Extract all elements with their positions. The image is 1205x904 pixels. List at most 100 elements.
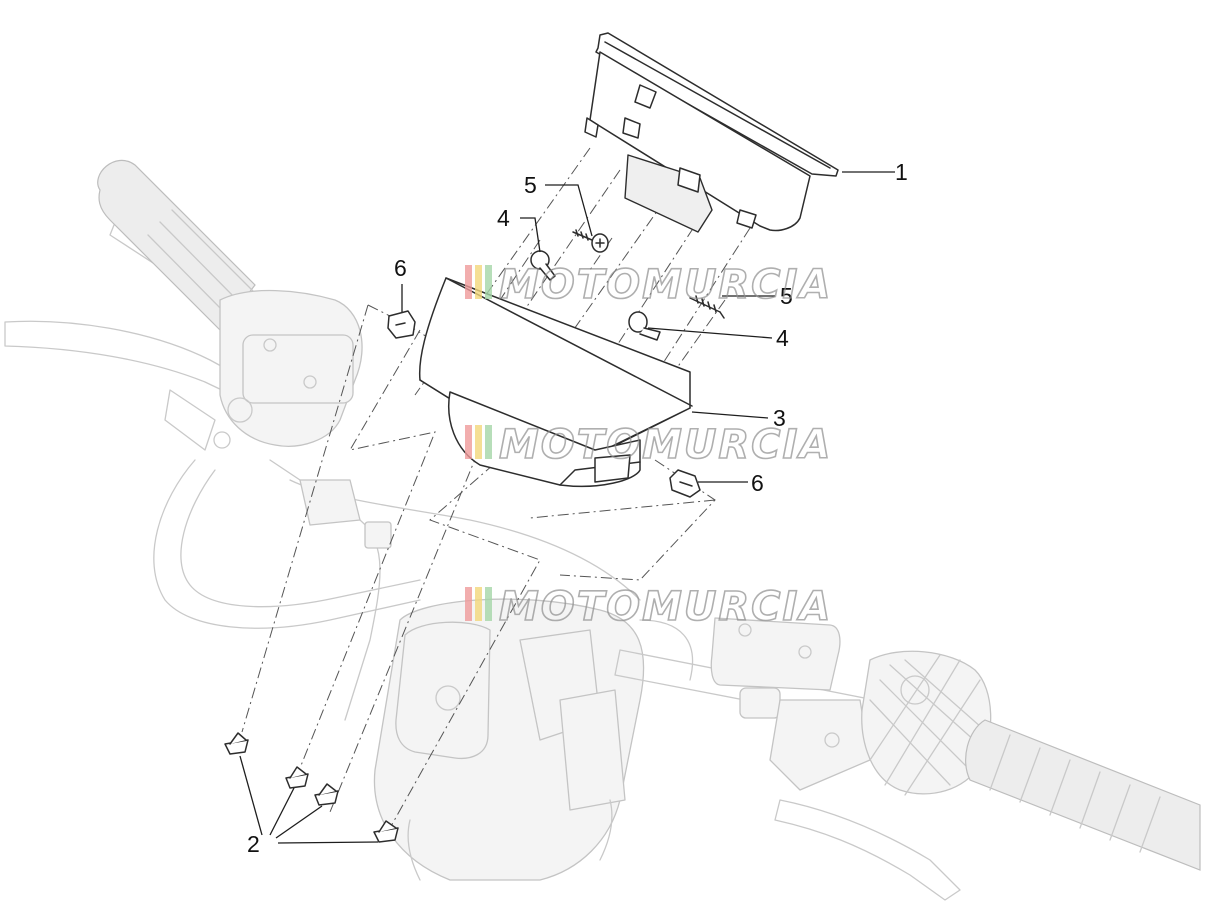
rivet [285, 766, 309, 789]
callout-3: 3 [773, 405, 786, 431]
leader-2 [275, 805, 323, 839]
cover-top-edge [445, 277, 693, 407]
pin-4-upper [530, 250, 556, 281]
right-cylinder-screw [798, 645, 812, 659]
cluster-tab [634, 84, 657, 109]
screw-5-lower [689, 295, 725, 319]
callout-5-upper: 5 [524, 172, 537, 198]
cluster-tab [736, 209, 757, 229]
pin-shank [639, 327, 661, 341]
leader-3 [691, 411, 769, 419]
rivet-stem [289, 766, 307, 779]
watermark-text: MOTOMURCIA [499, 584, 832, 630]
watermark-stripe [485, 425, 492, 459]
reservoir-window [739, 687, 781, 719]
pin-4-lower [628, 311, 661, 341]
right-cylinder-screw [738, 623, 752, 637]
leader-2 [269, 787, 295, 836]
left-brake-lever [4, 320, 233, 393]
rivet-stem [318, 783, 337, 796]
leader-2 [239, 755, 263, 836]
clip-slot [395, 322, 406, 326]
watermark-text: MOTOMURCIA [499, 262, 832, 308]
connector-latch [677, 167, 701, 193]
clip-slot [679, 481, 693, 487]
instrument-cluster [584, 32, 839, 233]
cluster-tab [584, 117, 599, 138]
column-edges [407, 799, 613, 881]
leader-4-upper [520, 217, 541, 253]
rivet-stem [378, 820, 397, 833]
leader-5-upper [545, 184, 593, 237]
screw-tip [719, 311, 725, 319]
rivet [373, 820, 399, 843]
right-switch-mesh [869, 654, 991, 796]
assembly-line [619, 227, 751, 431]
watermark-logo: MOTOMURCIA [465, 421, 832, 469]
assembly-line [469, 169, 621, 391]
wire-connector [299, 479, 361, 526]
left-mirror-mount [227, 397, 253, 423]
callout-4-upper: 4 [497, 205, 510, 231]
callout-labels: 1 2 3 4 4 5 5 6 6 [247, 159, 908, 857]
pin-shank [539, 263, 556, 281]
watermark-stripe [485, 587, 492, 621]
right-brake-lever [774, 799, 961, 901]
center-knob [435, 685, 461, 711]
callout-4-lower: 4 [776, 325, 789, 351]
watermark-stripe [465, 425, 472, 459]
watermark-logo: MOTOMURCIA [465, 261, 832, 309]
clip-6-right [669, 469, 701, 498]
right-switch-button [900, 675, 930, 705]
right-bar-bend [639, 619, 694, 681]
rivets-2 [224, 732, 399, 843]
assembly-line [329, 451, 479, 813]
left-lever-pivot [164, 389, 216, 451]
pin-head [628, 311, 648, 333]
watermark-stripe [475, 587, 482, 621]
left-pivot-bolt [213, 431, 231, 449]
callout-6-left: 6 [394, 255, 407, 281]
callout-5-lower: 5 [780, 283, 793, 309]
leader-lines [239, 171, 895, 844]
watermark-text: MOTOMURCIA [499, 422, 832, 468]
left-grip [97, 159, 256, 331]
leader-4-lower [647, 327, 773, 339]
assembly-line [639, 299, 726, 421]
right-grip-ridges [989, 734, 1161, 853]
watermark: MOTOMURCIA MOTOMURCIA MOTOMURCIA [465, 261, 832, 631]
cluster-cover [418, 277, 693, 488]
left-master-cylinder [242, 334, 354, 404]
clip-6-left [387, 310, 416, 339]
wire-clip [364, 521, 392, 549]
watermark-stripe [475, 425, 482, 459]
callout-1: 1 [895, 159, 908, 185]
screw-thread [695, 295, 717, 313]
watermark-logo: MOTOMURCIA [465, 583, 832, 631]
left-cylinder-cap-screw [263, 338, 277, 352]
cluster-tab [622, 117, 641, 139]
assembly-line [509, 199, 666, 421]
screw-5-upper [572, 229, 609, 253]
cluster-bezel-edge [604, 41, 831, 169]
leader-2 [277, 841, 379, 844]
right-lever-body [769, 699, 871, 791]
screw-cross [595, 238, 605, 248]
fork-clamp [559, 689, 626, 811]
callout-6-right: 6 [751, 470, 764, 496]
watermark-stripe [485, 265, 492, 299]
watermark-stripe [465, 265, 472, 299]
right-grip [965, 719, 1201, 871]
watermark-stripe [465, 587, 472, 621]
rivet [224, 732, 249, 755]
watermark-stripe [475, 265, 482, 299]
rivet-stem [229, 732, 247, 745]
left-cylinder-cap-screw [303, 375, 317, 389]
assembly-line [299, 329, 436, 769]
rivet [314, 783, 339, 806]
cover-vent [594, 454, 631, 483]
callout-2: 2 [247, 831, 260, 857]
left-bar-loop [153, 459, 421, 629]
